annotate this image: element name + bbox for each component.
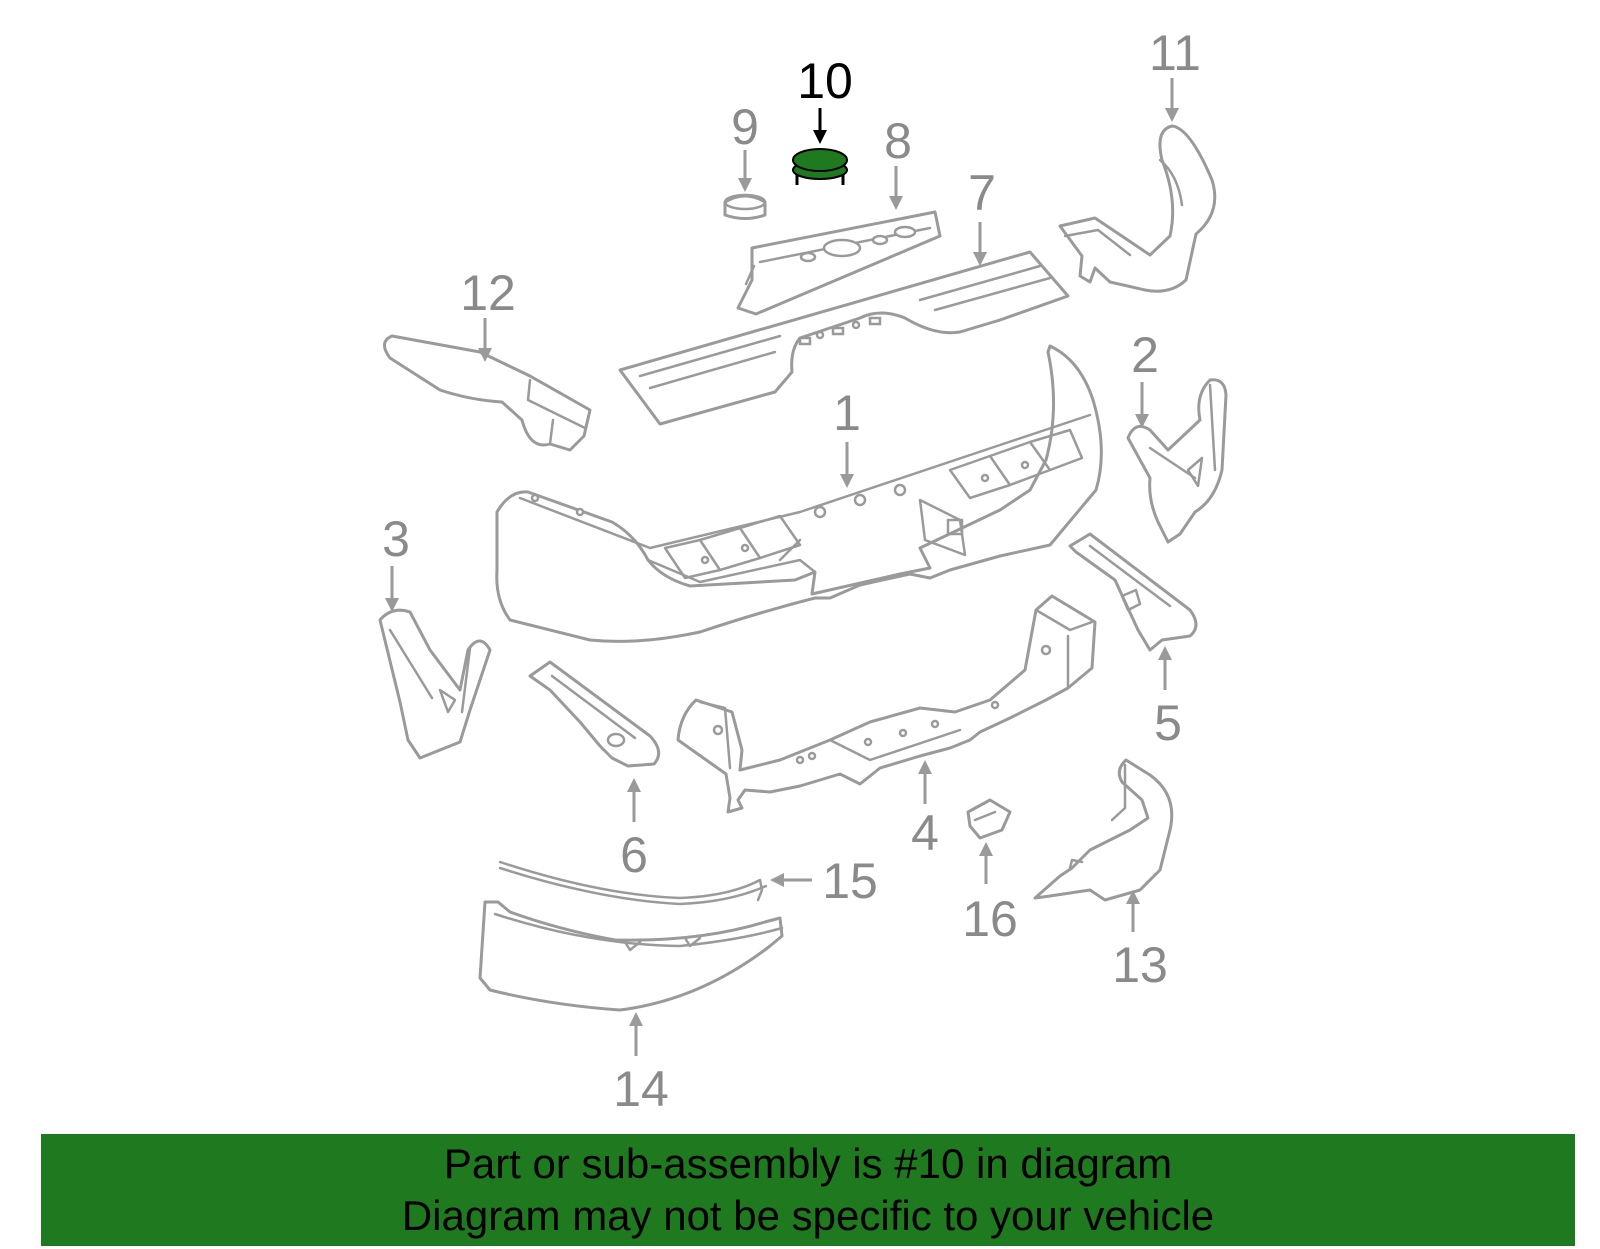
info-banner: Part or sub-assembly is #10 in diagram D… (41, 1134, 1575, 1246)
part-4-reinforcement[interactable] (676, 594, 1097, 814)
callout-9[interactable]: 9 (731, 99, 759, 155)
callout-7[interactable]: 7 (968, 165, 996, 221)
part-12-bracket[interactable] (383, 334, 592, 452)
callout-6[interactable]: 6 (620, 827, 648, 883)
callout-4[interactable]: 4 (911, 805, 939, 861)
callout-16[interactable]: 16 (962, 891, 1018, 947)
callout-8[interactable]: 8 (884, 113, 912, 169)
callout-10[interactable]: 10 (797, 53, 853, 109)
part-11-bracket[interactable] (1058, 124, 1217, 293)
part-8-step-pad[interactable] (736, 210, 942, 316)
part-6-bracket[interactable] (528, 660, 661, 768)
callout-arrows (385, 78, 1179, 1056)
callout-12[interactable]: 12 (460, 265, 516, 321)
callout-15[interactable]: 15 (822, 853, 878, 909)
part-5-bracket[interactable] (1068, 532, 1198, 652)
part-13-cover[interactable] (1033, 758, 1174, 902)
callout-1[interactable]: 1 (833, 385, 861, 441)
callout-3[interactable]: 3 (382, 511, 410, 567)
part-1-bumper[interactable] (495, 344, 1103, 643)
callout-2[interactable]: 2 (1131, 327, 1159, 383)
part-7-step-plate[interactable] (618, 250, 1070, 426)
callout-13[interactable]: 13 (1112, 937, 1168, 993)
part-14-valance[interactable] (478, 900, 784, 1012)
part-2-bracket[interactable] (1126, 378, 1228, 544)
banner-line-1: Part or sub-assembly is #10 in diagram (443, 1140, 1173, 1187)
callout-5[interactable]: 5 (1154, 695, 1182, 751)
part-10-cap[interactable] (792, 148, 848, 185)
banner-line-2: Diagram may not be specific to your vehi… (401, 1192, 1215, 1239)
callout-14[interactable]: 14 (613, 1061, 669, 1117)
part-16-clip[interactable] (966, 798, 1012, 840)
part-3-bracket[interactable] (378, 608, 492, 760)
callout-11[interactable]: 11 (1149, 25, 1201, 81)
part-15-molding[interactable] (498, 860, 768, 906)
part-9-cap[interactable] (723, 193, 767, 220)
callout-labels: 1 2 3 4 5 6 7 8 9 10 11 12 13 14 15 16 (382, 25, 1201, 1117)
